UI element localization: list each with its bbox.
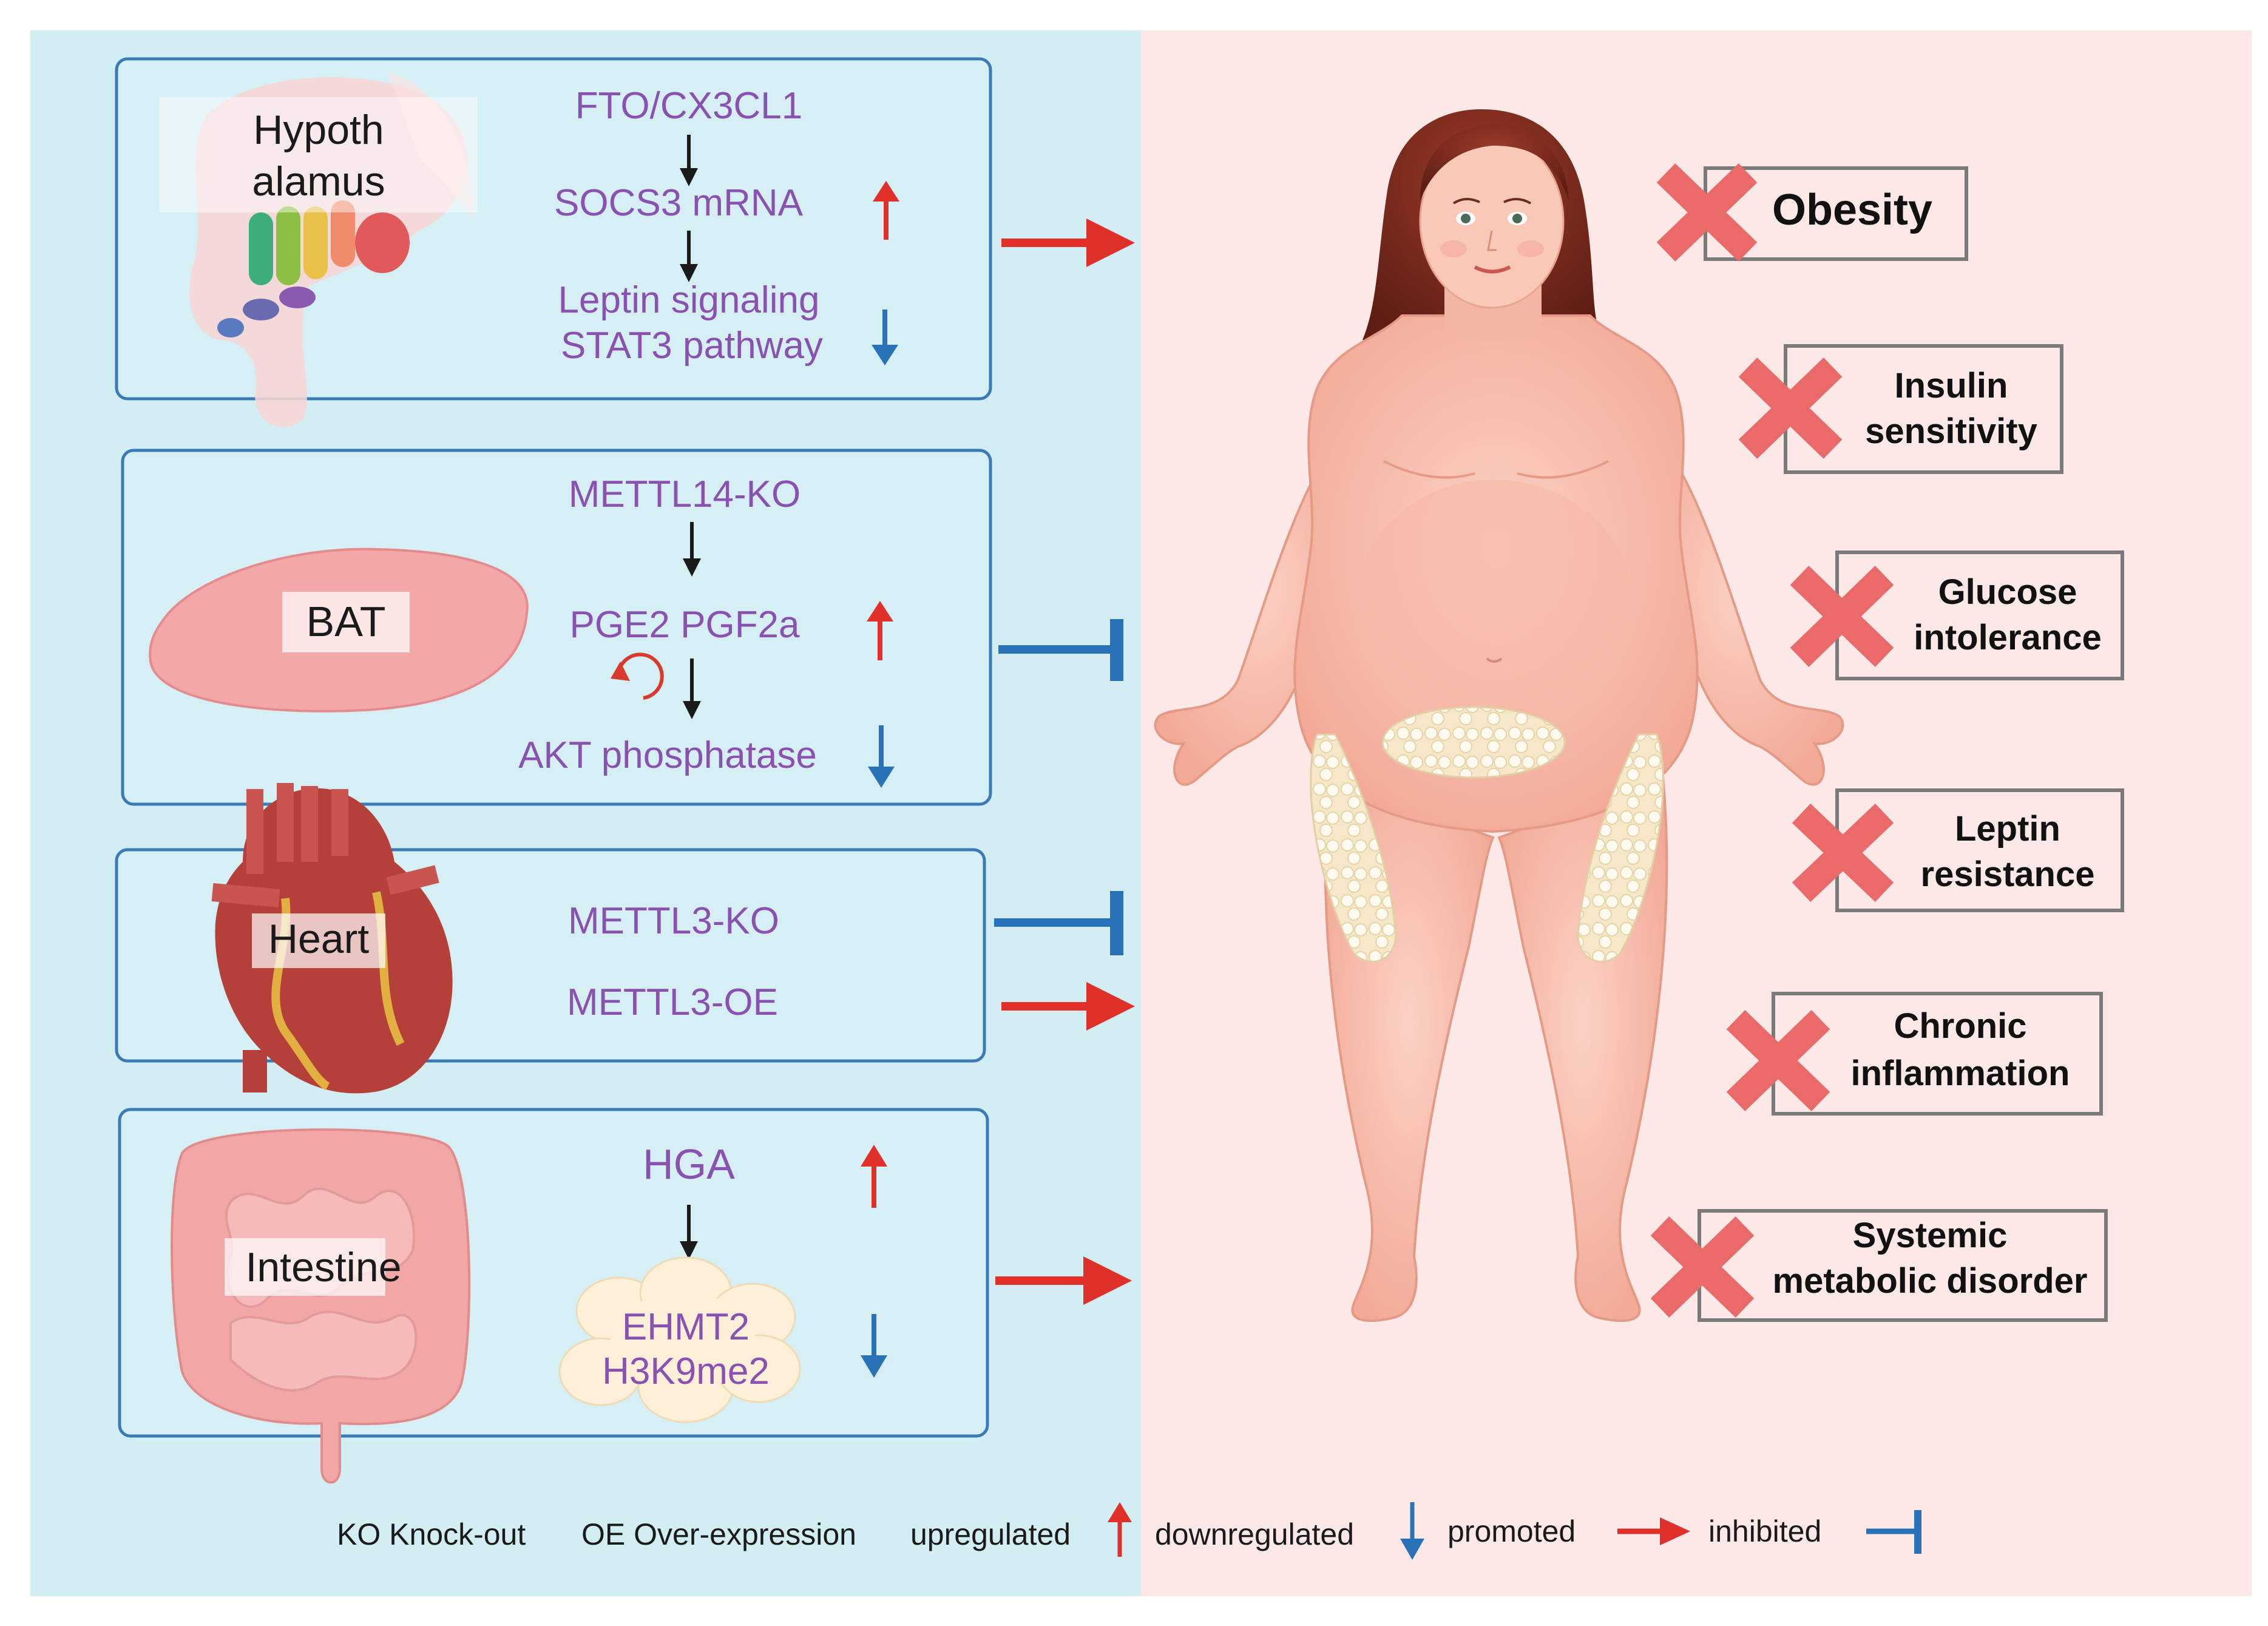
gene-ehmt2: EHMT2 xyxy=(622,1306,750,1348)
obese-woman-figure xyxy=(1154,109,1844,1322)
up-arrow-hga xyxy=(861,1145,887,1208)
outcome-glucose-line2: intolerance xyxy=(1914,618,2101,657)
cross-icon xyxy=(1790,566,1894,667)
outcome-insulin-sensitivity: Insulin sensitivity xyxy=(1738,344,2063,474)
promote-arrow-hypothalamus xyxy=(1001,218,1135,267)
gene-mettl3-oe: METTL3-OE xyxy=(567,981,778,1023)
legend-promoted: promoted xyxy=(1447,1514,1576,1548)
hypothalamus-label-line1: Hypoth xyxy=(253,107,384,153)
outcome-leptin-line1: Leptin xyxy=(1955,809,2060,849)
inhibit-bar-bat xyxy=(998,619,1123,681)
legend: KO Knock-out OE Over-expression upregula… xyxy=(337,1502,1921,1560)
outcome-leptin-line2: resistance xyxy=(1921,855,2095,894)
legend-upregulated: upregulated xyxy=(910,1517,1071,1551)
outcome-obesity-label: Obesity xyxy=(1772,186,1932,234)
down-arrow-akt xyxy=(868,725,895,788)
legend-downregulated: downregulated xyxy=(1155,1517,1354,1551)
legend-inhibit-bar-icon xyxy=(1866,1510,1921,1554)
down-arrow-ehmt2 xyxy=(861,1314,887,1378)
gene-mettl3-ko: METTL3-KO xyxy=(568,900,779,942)
cell-cluster-illustration xyxy=(558,1256,801,1423)
gene-h3k9me2: H3K9me2 xyxy=(602,1350,770,1392)
outcome-chronic-line1: Chronic xyxy=(1894,1006,2026,1046)
cross-icon xyxy=(1656,163,1758,262)
legend-inhibited: inhibited xyxy=(1708,1514,1821,1548)
legend-oe: OE Over-expression xyxy=(581,1517,856,1551)
inhibit-bar-heart xyxy=(994,891,1123,955)
up-arrow-socs3 xyxy=(873,181,899,240)
bat-box xyxy=(121,449,992,806)
outcome-systemic-metabolic-disorder: Systemic metabolic disorder xyxy=(1650,1209,2108,1322)
outcome-chronic-line2: inflammation xyxy=(1851,1054,2070,1093)
promote-arrow-heart xyxy=(1001,982,1135,1031)
cross-icon xyxy=(1726,1010,1830,1111)
outcome-glucose-intolerance: Glucose intolerance xyxy=(1790,550,2124,680)
outcome-obesity: Obesity xyxy=(1656,163,1968,262)
outcome-insulin-line2: sensitivity xyxy=(1865,412,2037,451)
outcome-glucose-line1: Glucose xyxy=(1938,572,2077,612)
outcome-chronic-inflammation: Chronic inflammation xyxy=(1726,992,2103,1116)
gene-stat3-pathway: STAT3 pathway xyxy=(561,325,823,367)
gene-socs3: SOCS3 mRNA xyxy=(554,182,804,224)
outcome-systemic-line1: Systemic xyxy=(1853,1216,2008,1255)
bat-label: BAT xyxy=(306,598,386,645)
up-arrow-pge2 xyxy=(867,601,893,660)
outcome-leptin-resistance: Leptin resistance xyxy=(1792,788,2124,912)
hypothalamus-illustration xyxy=(189,73,473,428)
gene-akt-phosphatase: AKT phosphatase xyxy=(518,734,817,776)
gene-mettl14-ko: METTL14-KO xyxy=(569,473,801,515)
outcome-insulin-line1: Insulin xyxy=(1895,366,2008,405)
hypothalamus-label-line2: alamus xyxy=(252,158,385,205)
cross-icon xyxy=(1792,804,1894,902)
gene-pge2-pgf2a: PGE2 PGF2a xyxy=(569,604,800,646)
legend-ko: KO Knock-out xyxy=(337,1517,526,1551)
cross-icon xyxy=(1650,1216,1755,1318)
legend-down-arrow-icon xyxy=(1400,1502,1424,1560)
gene-fto-cx3cl1: FTO/CX3CL1 xyxy=(575,85,802,127)
legend-promote-arrow-icon xyxy=(1617,1517,1690,1545)
promote-arrow-intestine xyxy=(995,1256,1132,1305)
intestine-label: Intestine xyxy=(245,1244,401,1290)
legend-up-arrow-icon xyxy=(1108,1502,1132,1557)
gene-hga: HGA xyxy=(643,1140,735,1188)
feedback-loop-icon xyxy=(611,652,664,700)
down-arrow-stat3 xyxy=(872,310,898,365)
heart-label: Heart xyxy=(268,916,369,962)
outcome-systemic-line2: metabolic disorder xyxy=(1773,1261,2088,1301)
gene-leptin-signaling: Leptin signaling xyxy=(558,279,820,321)
cross-icon xyxy=(1738,357,1843,459)
